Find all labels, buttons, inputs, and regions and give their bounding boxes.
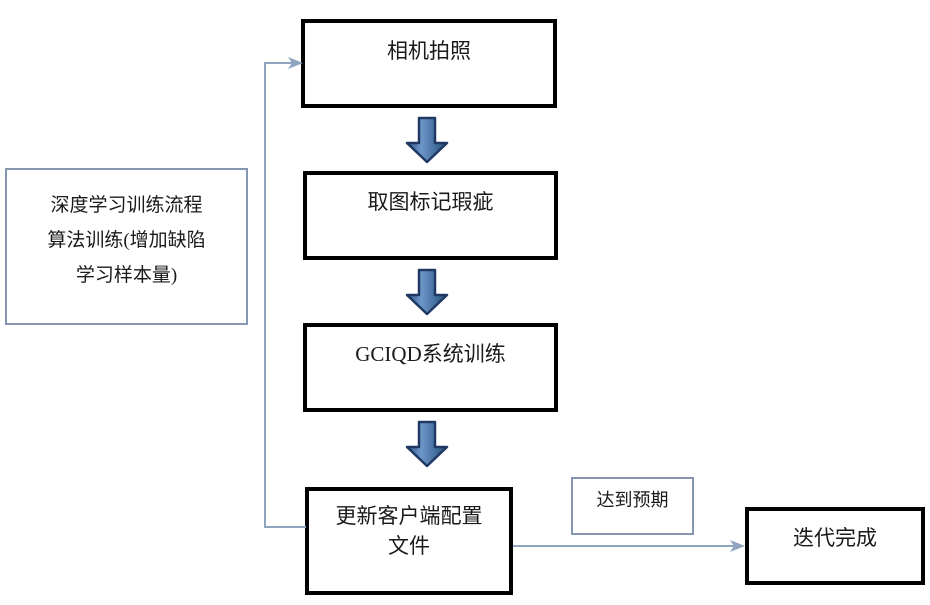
block-arrow-down-mark-to-train (405, 268, 449, 316)
node-deep-learning-training-note[interactable]: 深度学习训练流程 算法训练(增加缺陷 学习样本量) (5, 168, 248, 325)
node-meets-expectation-label[interactable]: 达到预期 (571, 477, 694, 535)
node-mark-defects[interactable]: 取图标记瑕疵 (303, 171, 558, 260)
connector-arrowhead-done-icon (730, 540, 745, 552)
node-meets-expectation-text: 达到预期 (596, 490, 669, 510)
node-mark-defects-label: 取图标记瑕疵 (367, 190, 494, 214)
feedback-line-bottom-segment (264, 526, 306, 528)
node-gciqd-system-training-label: GCIQD系统训练 (355, 342, 506, 366)
node-iteration-complete-label: 迭代完成 (793, 526, 877, 550)
node-deep-learning-training-note-label: 深度学习训练流程 算法训练(增加缺陷 学习样本量) (47, 195, 206, 287)
feedback-line-top-segment (264, 62, 294, 64)
block-arrow-down-train-to-update (405, 420, 449, 468)
feedback-line-arrowhead-icon (288, 57, 303, 69)
feedback-line-vertical-segment (264, 62, 266, 527)
node-iteration-complete[interactable]: 迭代完成 (745, 507, 925, 585)
node-camera-capture[interactable]: 相机拍照 (301, 19, 557, 108)
node-camera-capture-label: 相机拍照 (387, 39, 471, 63)
connector-line-update-to-done (513, 545, 735, 547)
node-gciqd-system-training[interactable]: GCIQD系统训练 (303, 323, 558, 412)
node-update-client-config[interactable]: 更新客户端配置 文件 (305, 487, 513, 595)
node-update-client-config-label: 更新客户端配置 文件 (335, 504, 483, 559)
block-arrow-down-camera-to-mark (405, 116, 449, 164)
